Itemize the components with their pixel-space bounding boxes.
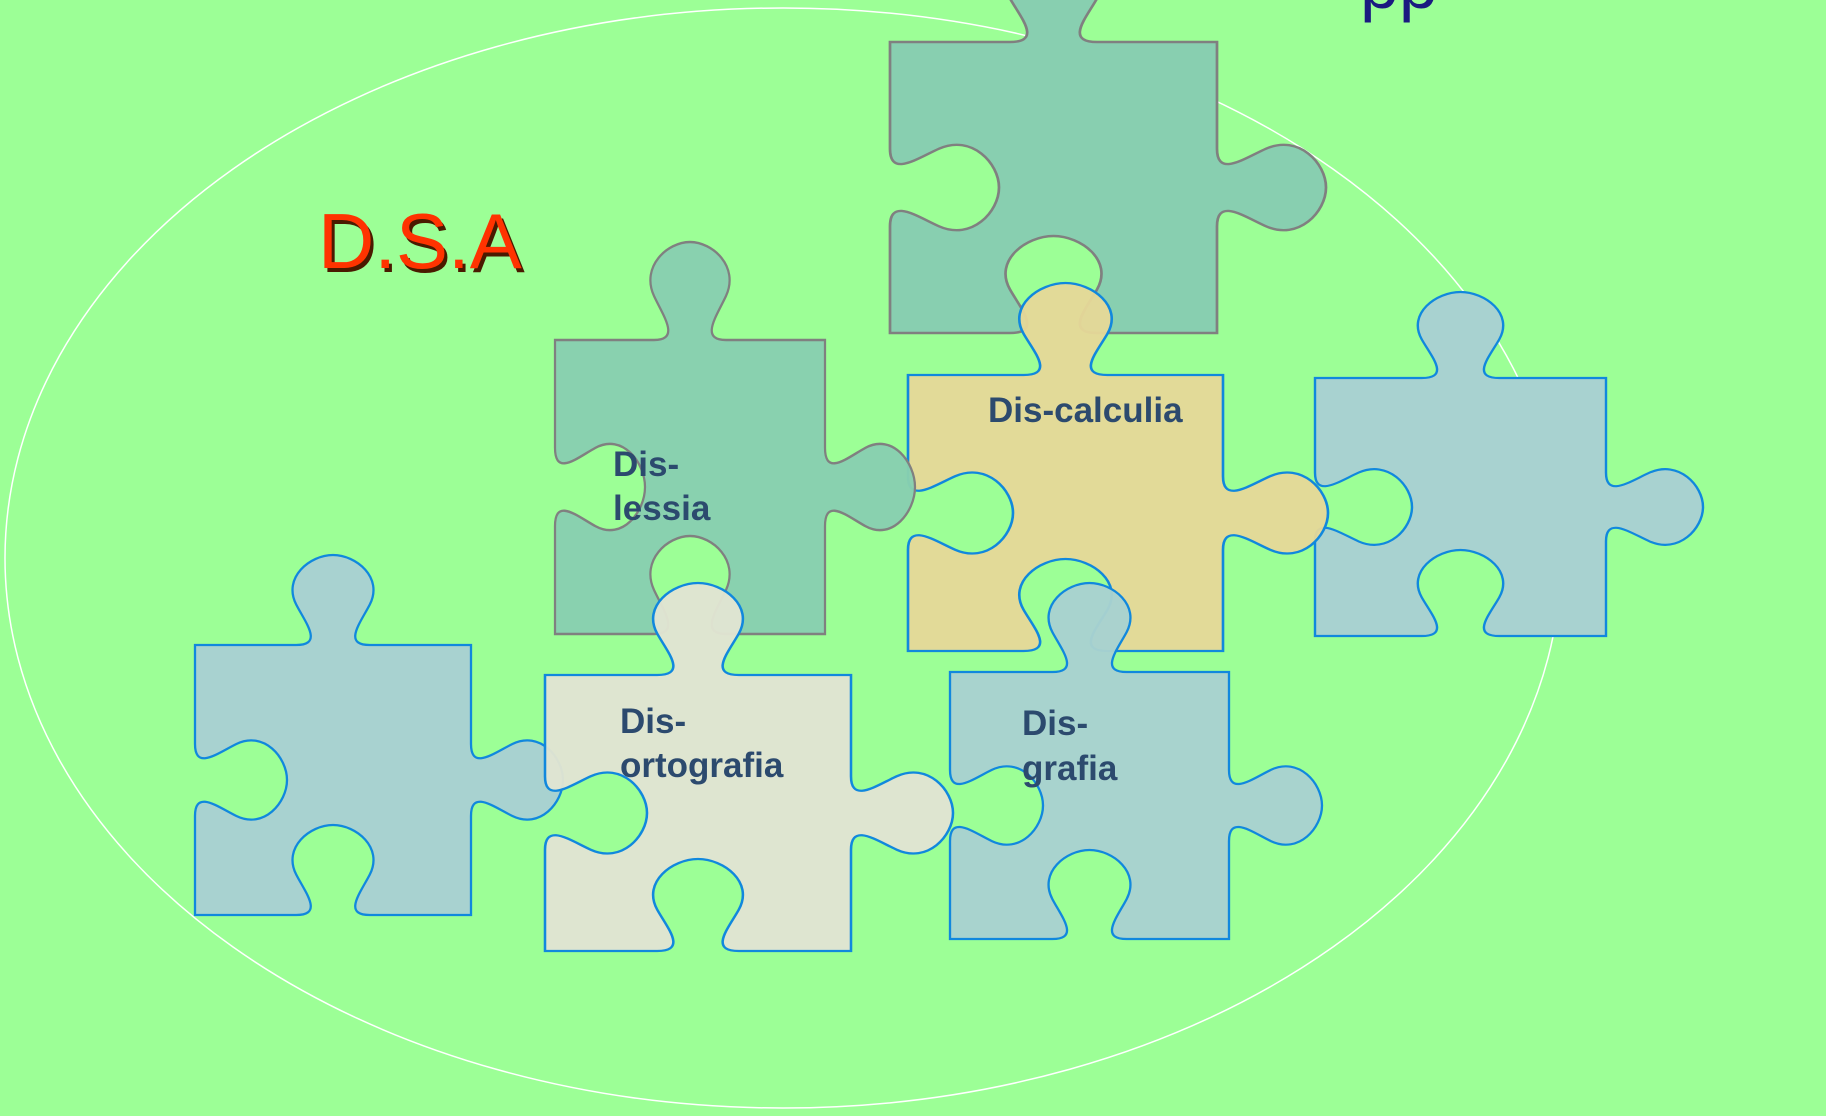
puzzle-piece-dislessia <box>553 240 917 636</box>
label-disortografia-line1: Dis- <box>620 702 686 741</box>
label-discalculia: Dis-calculia <box>988 391 1183 430</box>
title: D.S.A <box>318 197 522 285</box>
title-shadow: D.S.A <box>321 201 525 289</box>
label-dislessia-line1: Dis- <box>613 445 679 484</box>
puzzle-piece-right <box>1313 290 1705 638</box>
label-disgrafia-line1: Dis- <box>1022 704 1088 743</box>
label-disortografia-line2: ortografia <box>620 746 784 785</box>
label-disgrafia-line2: grafia <box>1022 749 1118 788</box>
puzzle-piece-top <box>888 0 1328 335</box>
label-dislessia-line2: lessia <box>613 489 711 528</box>
puzzle-piece-left <box>193 553 565 917</box>
partial-top-text: pp <box>1360 0 1438 23</box>
